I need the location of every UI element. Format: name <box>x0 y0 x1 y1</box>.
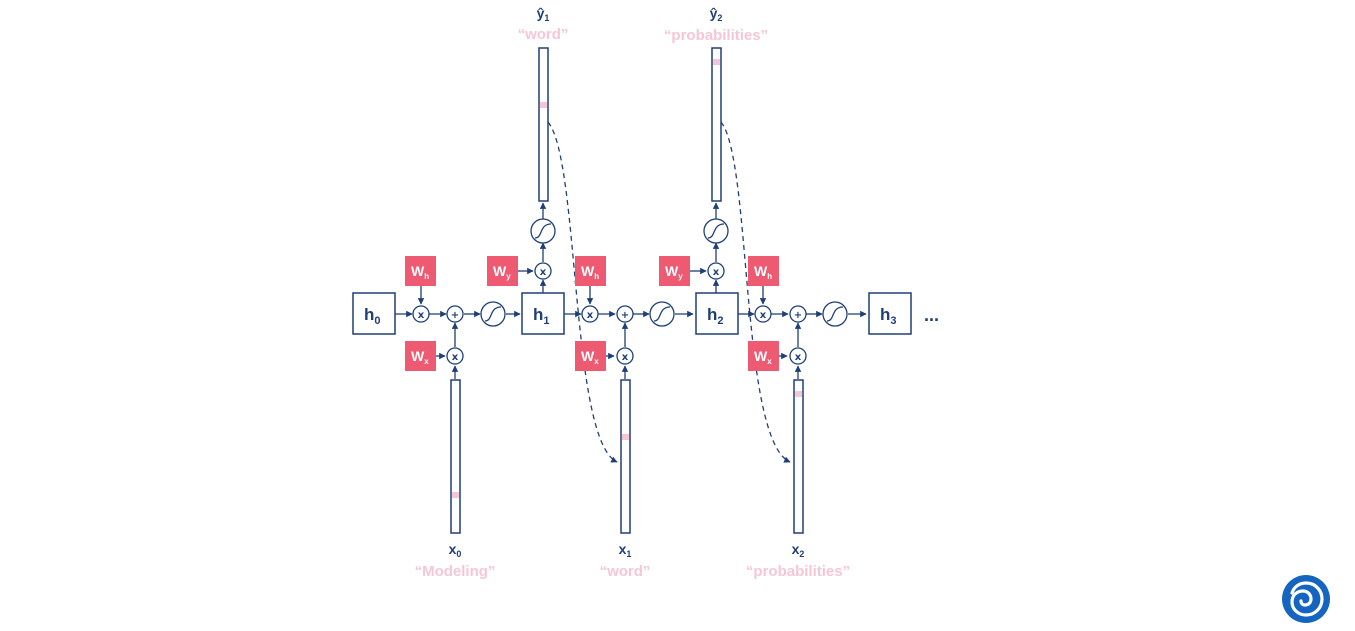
add-node <box>789 305 807 323</box>
vector-highlights <box>452 59 802 498</box>
svg-text:x: x <box>713 267 720 278</box>
input-label-x1: x1 “word” <box>600 541 651 580</box>
svg-text:Wx: Wx <box>754 348 772 366</box>
output-label-y1: ŷ1 “word” <box>518 5 569 43</box>
input-label-x0: x0 “Modeling” <box>415 541 496 580</box>
swirl-logo-icon <box>1281 574 1331 624</box>
input-word: “word” <box>600 563 651 580</box>
svg-text:Wx: Wx <box>581 348 599 366</box>
weight-wx-1: Wx <box>405 341 436 371</box>
hidden-state-label: h <box>707 305 717 324</box>
multiply-node <box>616 347 634 365</box>
hidden-state-h2: h2 <box>695 292 739 335</box>
weight-wh-2: Wh <box>575 256 606 286</box>
weight-wy-1: Wy <box>487 256 518 286</box>
sigmoid-icon <box>480 301 506 327</box>
svg-text:+: + <box>621 310 629 321</box>
svg-text:Wh: Wh <box>581 263 599 281</box>
svg-text:x0: x0 <box>449 541 462 559</box>
hidden-state-sub: 2 <box>717 315 723 327</box>
svg-text:x: x <box>452 352 459 363</box>
input-vector-x0 <box>450 379 461 534</box>
svg-text:h2: h2 <box>707 305 724 327</box>
svg-text:x: x <box>540 267 547 278</box>
input-vector-x1 <box>620 379 631 534</box>
hidden-state-sub: 3 <box>890 315 896 327</box>
svg-text:ŷ2: ŷ2 <box>710 5 723 23</box>
hidden-state-label: h <box>364 305 374 324</box>
svg-text:x: x <box>587 310 594 321</box>
weight-wh-1: Wh <box>405 256 436 286</box>
svg-text:x: x <box>622 352 629 363</box>
svg-text:x: x <box>760 310 767 321</box>
multiply-node <box>412 305 430 323</box>
sigmoid-icon <box>649 301 675 327</box>
connection-lines <box>395 121 867 463</box>
sigmoid-icon <box>822 301 848 327</box>
input-word: “Modeling” <box>415 563 496 580</box>
output-vector-y2 <box>711 47 722 202</box>
input-vector-x2 <box>793 379 804 534</box>
hidden-state-label: h <box>533 305 543 324</box>
svg-text:x: x <box>795 352 802 363</box>
hidden-state-h1: h1 <box>521 292 565 335</box>
output-word: “word” <box>518 26 569 43</box>
weight-wx-3: Wx <box>748 341 779 371</box>
svg-text:Wy: Wy <box>665 263 683 281</box>
svg-text:h1: h1 <box>533 305 550 327</box>
input-word: “probabilities” <box>746 563 850 580</box>
weight-wy-2: Wy <box>659 256 690 286</box>
operation-symbols: x + x x + x x + x x x <box>418 267 802 363</box>
hidden-state-h3: h3 <box>868 292 912 335</box>
input-label-x2: x2 “probabilities” <box>746 541 850 580</box>
svg-text:Wx: Wx <box>411 348 429 366</box>
svg-text:h3: h3 <box>880 305 897 327</box>
svg-text:+: + <box>794 310 802 321</box>
svg-text:Wh: Wh <box>411 263 429 281</box>
svg-text:h0: h0 <box>364 305 381 327</box>
svg-text:+: + <box>451 310 459 321</box>
hidden-state-h0: h0 <box>352 292 396 335</box>
hidden-state-sub: 0 <box>374 315 380 327</box>
weight-wx-2: Wx <box>575 341 606 371</box>
svg-text:Wy: Wy <box>493 263 511 281</box>
output-word: “probabilities” <box>664 27 768 44</box>
output-label-y2: ŷ2 “probabilities” <box>664 5 768 44</box>
multiply-node <box>581 305 599 323</box>
svg-text:x2: x2 <box>792 541 805 559</box>
continuation-ellipsis: ... <box>924 305 939 325</box>
add-node <box>446 305 464 323</box>
sigmoid-icon <box>703 218 729 244</box>
svg-text:ŷ1: ŷ1 <box>537 5 550 23</box>
multiply-node <box>446 347 464 365</box>
hidden-state-sub: 1 <box>543 315 549 327</box>
sigmoid-icon <box>530 218 556 244</box>
add-node <box>616 305 634 323</box>
output-vector-y1 <box>538 47 549 202</box>
svg-text:x: x <box>418 310 425 321</box>
multiply-node <box>789 347 807 365</box>
svg-text:Wh: Wh <box>754 263 772 281</box>
hidden-state-label: h <box>880 305 890 324</box>
multiply-node <box>754 305 772 323</box>
multiply-node <box>534 262 552 280</box>
svg-text:x1: x1 <box>619 541 632 559</box>
weight-wh-3: Wh <box>748 256 779 286</box>
multiply-node <box>707 262 725 280</box>
